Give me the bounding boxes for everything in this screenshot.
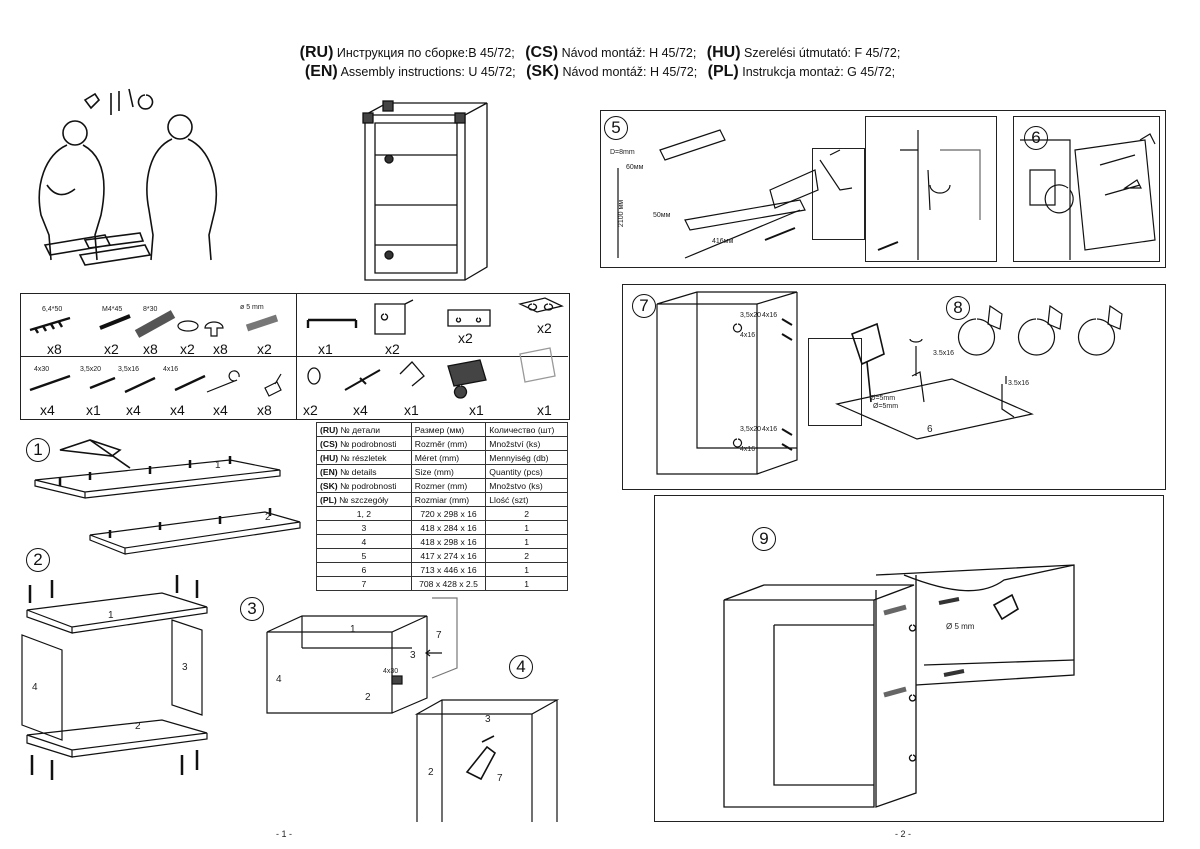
- hw2-label-4: 4x16: [163, 366, 179, 373]
- hw-count-6: x2: [257, 341, 272, 357]
- step-5-label-60: 60мм: [626, 164, 644, 171]
- step-4-part-3: 3: [485, 714, 491, 725]
- step-8-number: 8: [946, 296, 970, 320]
- step-3-part-1: 1: [350, 624, 356, 635]
- step-2-part-3: 3: [182, 662, 188, 673]
- hw-count-5: x8: [213, 341, 228, 357]
- step-9-frame: [654, 495, 1164, 822]
- step-5-illustration: [617, 129, 1156, 260]
- step-8-label-1: 3.5x16: [933, 350, 955, 357]
- hw2-label-2: 3,5x20: [80, 366, 102, 373]
- step-5-label-416: 416мм: [712, 238, 734, 245]
- hw-count-3: x8: [143, 341, 158, 357]
- step-4-part-2: 2: [428, 767, 434, 778]
- header-line-1: (RU) Инструкция по сборке:B 45/72; (CS) …: [299, 44, 901, 61]
- step-5-number: 5: [604, 116, 628, 140]
- step-1-number: 1: [26, 438, 50, 462]
- step-3-part-7: 7: [436, 630, 442, 641]
- step-1-illustration: [34, 439, 301, 555]
- step-3-part-4: 4: [276, 674, 282, 685]
- step-8-label-3: Ø=5mm: [870, 395, 896, 402]
- step-2-part-1: 1: [108, 610, 114, 621]
- step-7-label-1: 3,5x20: [740, 312, 762, 319]
- hw2-count-1: x4: [40, 402, 55, 418]
- hw2-label-1: 4x30: [34, 366, 50, 373]
- hw-count-1: x8: [47, 341, 62, 357]
- page-number-left: - 1 -: [276, 829, 293, 839]
- hardware-row2-icons: [29, 370, 282, 397]
- hw-label-1: 6,4*50: [42, 306, 63, 313]
- hardware-row1-icons: [29, 310, 279, 338]
- cabinet-front-illustration: [362, 100, 488, 281]
- hw-label-6: ø 5 mm: [240, 304, 264, 311]
- hwr2-count-4: x1: [469, 402, 484, 418]
- step-4-illustration: [414, 699, 560, 822]
- hardware-right-icons: [306, 297, 564, 399]
- step-3-number: 3: [240, 597, 264, 621]
- hwr2-count-1: x2: [303, 402, 318, 418]
- step-2-part-2: 2: [135, 721, 141, 732]
- step-7-8-frame: [622, 284, 1166, 490]
- hwr-count-1: x1: [318, 341, 333, 357]
- step-7-label-5: 4x16: [762, 426, 778, 433]
- step-4-part-7: 7: [497, 773, 503, 784]
- step-8-label-2: 3.5x16: [1008, 380, 1030, 387]
- hwr2-count-5: x1: [537, 402, 552, 418]
- step-7-label-3: 4x16: [740, 332, 756, 339]
- hw2-count-6: x8: [257, 402, 272, 418]
- step-5-label-50: 50мм: [653, 212, 671, 219]
- hw2-count-3: x4: [126, 402, 141, 418]
- step-7-illustration: [656, 291, 1123, 475]
- step-7-label-2: 4x16: [762, 312, 778, 319]
- hw2-count-5: x4: [213, 402, 228, 418]
- hw-count-4: x2: [180, 341, 195, 357]
- step-2-part-4: 4: [32, 682, 38, 693]
- hwr-count-4: x2: [537, 320, 552, 336]
- hwr-count-2: x2: [385, 341, 400, 357]
- hw2-count-2: x1: [86, 402, 101, 418]
- two-people-illustration: [38, 88, 218, 266]
- step-2-number: 2: [26, 548, 50, 572]
- hwr-count-3: x2: [458, 330, 473, 346]
- step-9-illustration: [723, 564, 1075, 808]
- step-7-number: 7: [632, 294, 656, 318]
- step-3-part-2: 2: [365, 692, 371, 703]
- step-8-label-4: Ø=5mm: [873, 403, 899, 410]
- step-8-part-6: 6: [927, 424, 933, 435]
- hwr2-count-3: x1: [404, 402, 419, 418]
- step-5-6-frame: [600, 110, 1166, 268]
- page-number-right: - 2 -: [895, 829, 912, 839]
- header-line-2: (EN) Assembly instructions: U 45/72; (SK…: [304, 63, 896, 80]
- hwr2-count-2: x4: [353, 402, 368, 418]
- step-3-part-3: 3: [410, 650, 416, 661]
- step-5-label-d8: D=8mm: [610, 149, 635, 156]
- step-3-screw-label: 4x30: [383, 668, 399, 675]
- step-6-number: 6: [1024, 126, 1048, 150]
- step-1-part-2: 2: [265, 512, 271, 523]
- step-9-number: 9: [752, 527, 776, 551]
- step-7-label-4: 3,5x20: [740, 426, 762, 433]
- step-1-part-1: 1: [215, 460, 221, 471]
- hw-count-2: x2: [104, 341, 119, 357]
- hw-label-2: M4*45: [102, 306, 123, 313]
- hw2-label-3: 3,5x16: [118, 366, 140, 373]
- hw-label-3: 8*30: [143, 306, 158, 313]
- step-7-label-6: 4x16: [740, 446, 756, 453]
- step-2-illustration: [21, 575, 208, 780]
- step-4-number: 4: [509, 655, 533, 679]
- step-5-label-2100: 2100 мм: [618, 199, 626, 228]
- hw2-count-4: x4: [170, 402, 185, 418]
- step-3-illustration: [266, 597, 458, 714]
- step-9-label: Ø 5 mm: [946, 622, 975, 631]
